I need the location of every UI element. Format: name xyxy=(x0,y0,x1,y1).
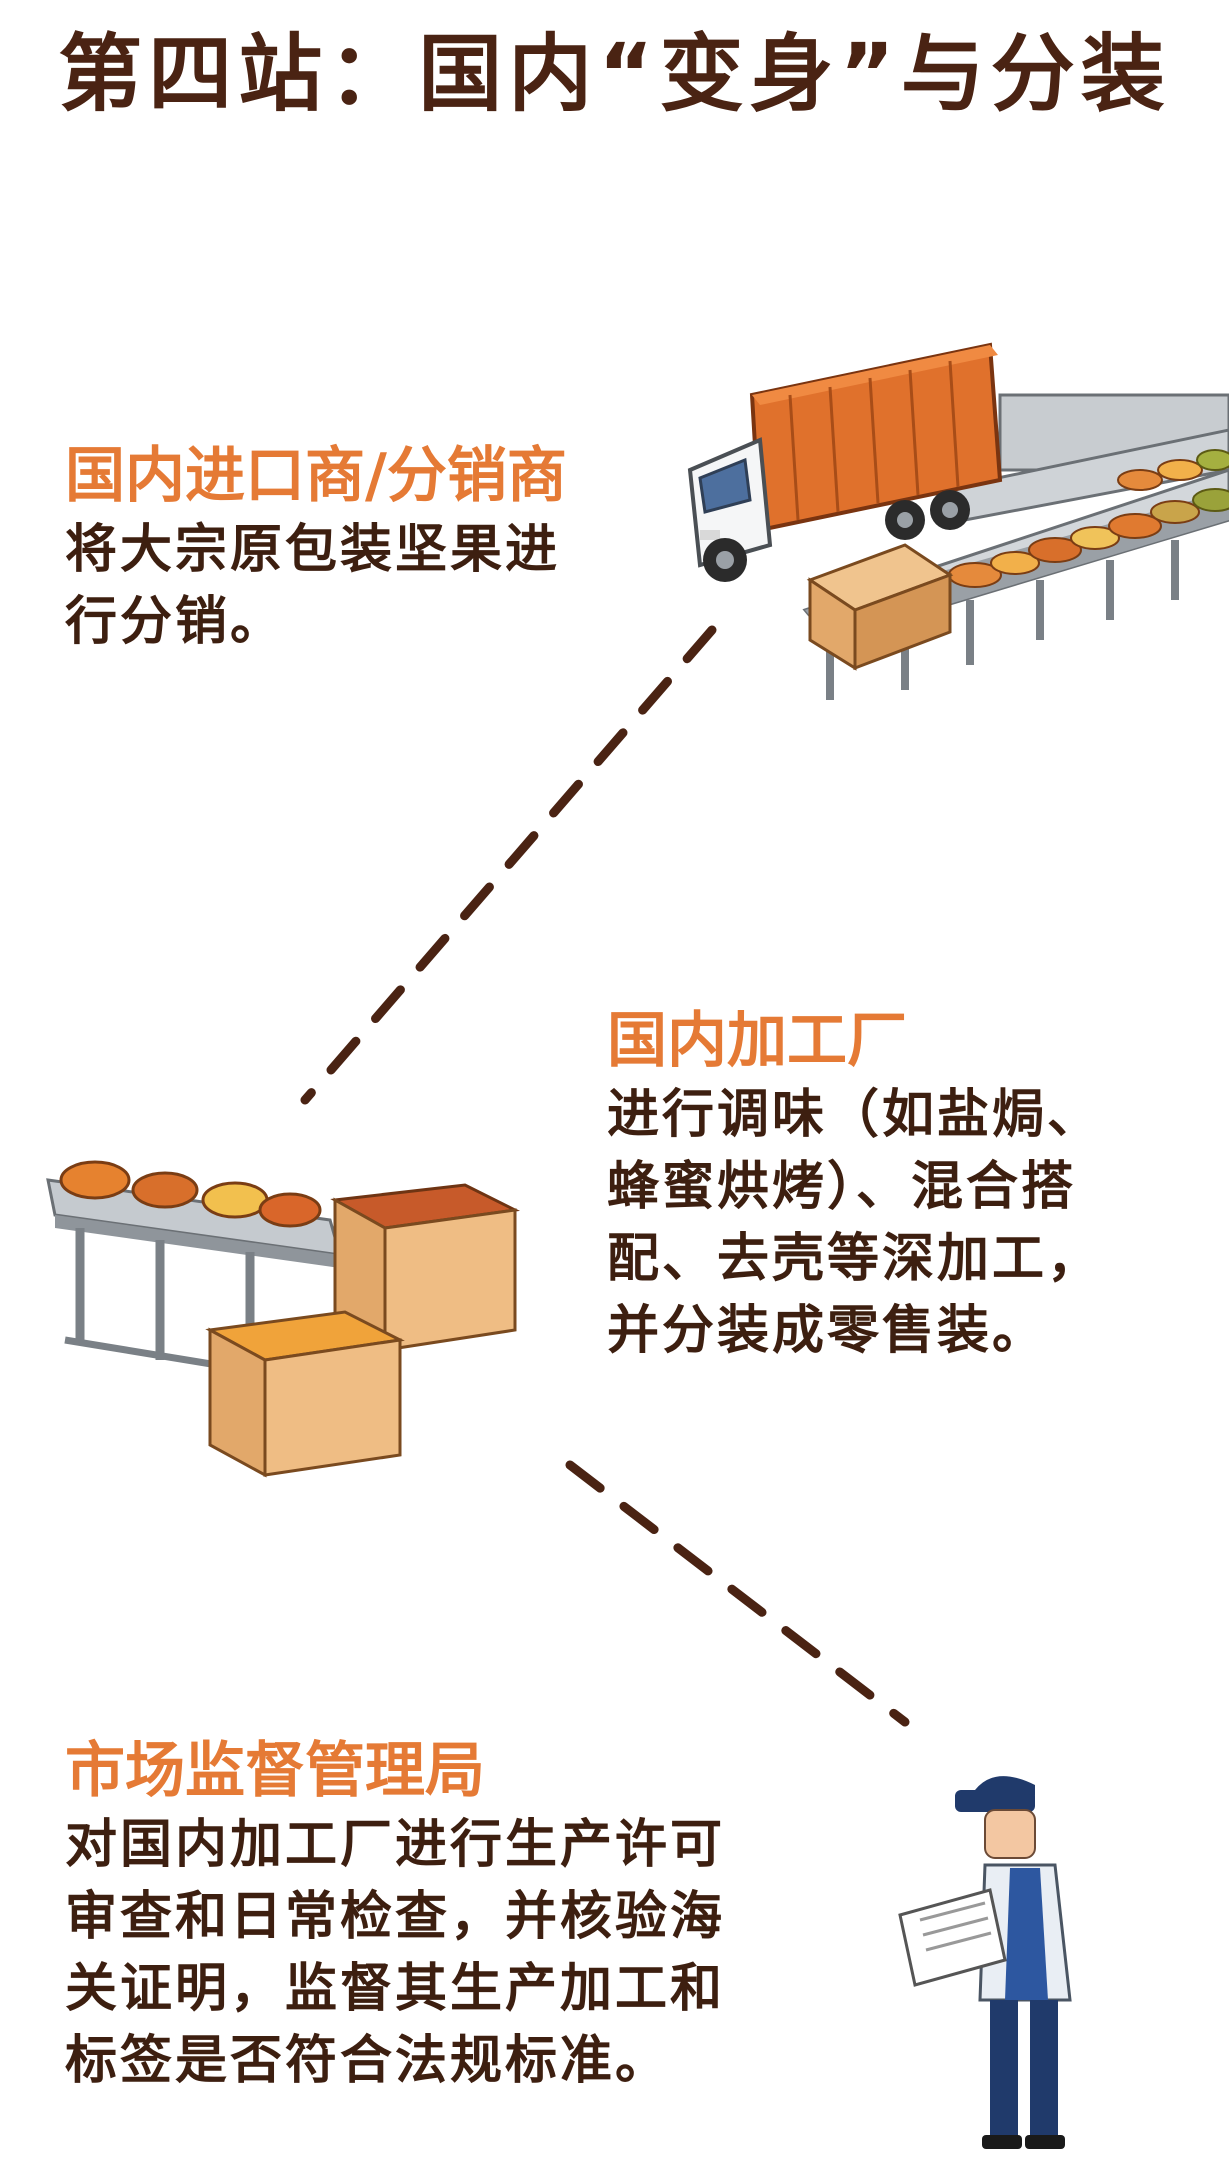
conveyor-boxes-icon xyxy=(46,1160,520,1478)
station-regulator: 市场监督管理局 对国内加工厂进行生产许可 审查和日常检查，并核验海 关证明，监督… xyxy=(65,1735,725,2097)
importer-line: 行分销。 xyxy=(65,592,286,652)
connector-factory-regulator xyxy=(565,1460,910,1727)
regulator-line: 标签是否符合法规标准。 xyxy=(65,2031,671,2091)
importer-description: 将大宗原包装坚果进 行分销。 xyxy=(65,514,567,658)
inspector-icon xyxy=(898,1776,1072,2149)
station-importer: 国内进口商/分销商 将大宗原包装坚果进 行分销。 xyxy=(65,440,567,658)
factory-description: 进行调味（如盐焗、 蜂蜜烘烤）、混合搭 配、去壳等深加工， 并分装成零售装。 xyxy=(607,1079,1102,1367)
factory-line: 蜂蜜烘烤）、混合搭 xyxy=(607,1157,1077,1217)
connector-importer-factory xyxy=(300,625,717,1105)
regulator-line: 审查和日常检查，并核验海 xyxy=(65,1887,726,1947)
factory-line: 进行调味（如盐焗、 xyxy=(607,1085,1103,1145)
regulator-description: 对国内加工厂进行生产许可 审查和日常检查，并核验海 关证明，监督其生产加工和 标… xyxy=(65,1809,725,2097)
regulator-line: 关证明，监督其生产加工和 xyxy=(65,1959,726,2019)
station-factory: 国内加工厂 进行调味（如盐焗、 蜂蜜烘烤）、混合搭 配、去壳等深加工， 并分装成… xyxy=(607,1005,1102,1367)
regulator-heading: 市场监督管理局 xyxy=(65,1736,485,1806)
factory-line: 并分装成零售装。 xyxy=(607,1301,1048,1361)
truck-conveyor-icon xyxy=(687,342,1229,700)
factory-line: 配、去壳等深加工， xyxy=(607,1229,1103,1289)
page-title: 第四站：国内“变身”与分装 xyxy=(58,25,1171,123)
importer-heading: 国内进口商/分销商 xyxy=(65,441,567,511)
factory-heading: 国内加工厂 xyxy=(607,1006,907,1076)
regulator-line: 对国内加工厂进行生产许可 xyxy=(65,1815,726,1875)
importer-line: 将大宗原包装坚果进 xyxy=(65,520,561,580)
